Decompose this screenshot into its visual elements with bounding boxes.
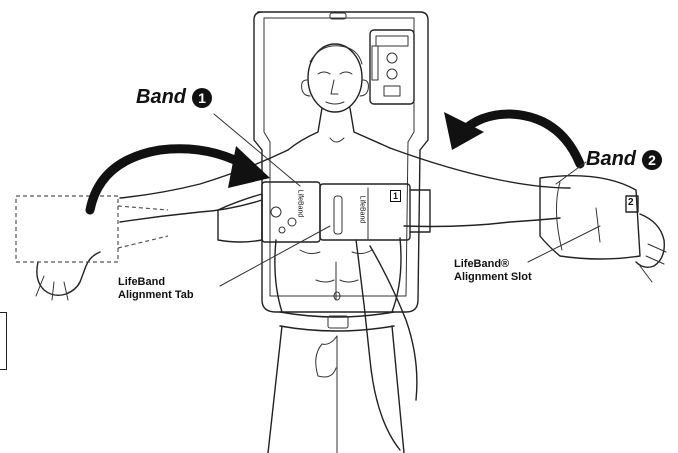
frame-edge [0, 312, 7, 370]
waistband [280, 312, 394, 331]
alignment-slot-line2: Alignment Slot [454, 271, 532, 284]
band-2-number-badge: 2 [642, 150, 662, 170]
alignment-tab-callout: LifeBand Alignment Tab [118, 276, 194, 302]
band-1-print-a: LifeBand [296, 190, 303, 218]
band-2-label: Band [586, 148, 636, 171]
band-2-heading: Band 2 [586, 148, 662, 171]
band-1-heading: Band 1 [136, 86, 212, 109]
band-1-label: Band [136, 86, 186, 109]
control-unit [370, 30, 414, 104]
alignment-tab-line1: LifeBand [118, 276, 194, 289]
torso [275, 108, 401, 312]
arrow-band-2 [444, 112, 580, 164]
band-2-tag: 2 [628, 197, 634, 208]
alignment-tab-line2: Alignment Tab [118, 289, 194, 302]
band-1-number-badge: 1 [192, 88, 212, 108]
legs [268, 326, 404, 453]
alignment-slot-callout: LifeBand® Alignment Slot [454, 258, 532, 284]
band-1-print-b: LifeBand [358, 196, 365, 224]
cable [356, 240, 417, 450]
head [302, 44, 369, 112]
backboard [254, 12, 428, 312]
alignment-slot-line1: LifeBand® [454, 258, 532, 271]
band-1-tag: 1 [390, 190, 401, 202]
